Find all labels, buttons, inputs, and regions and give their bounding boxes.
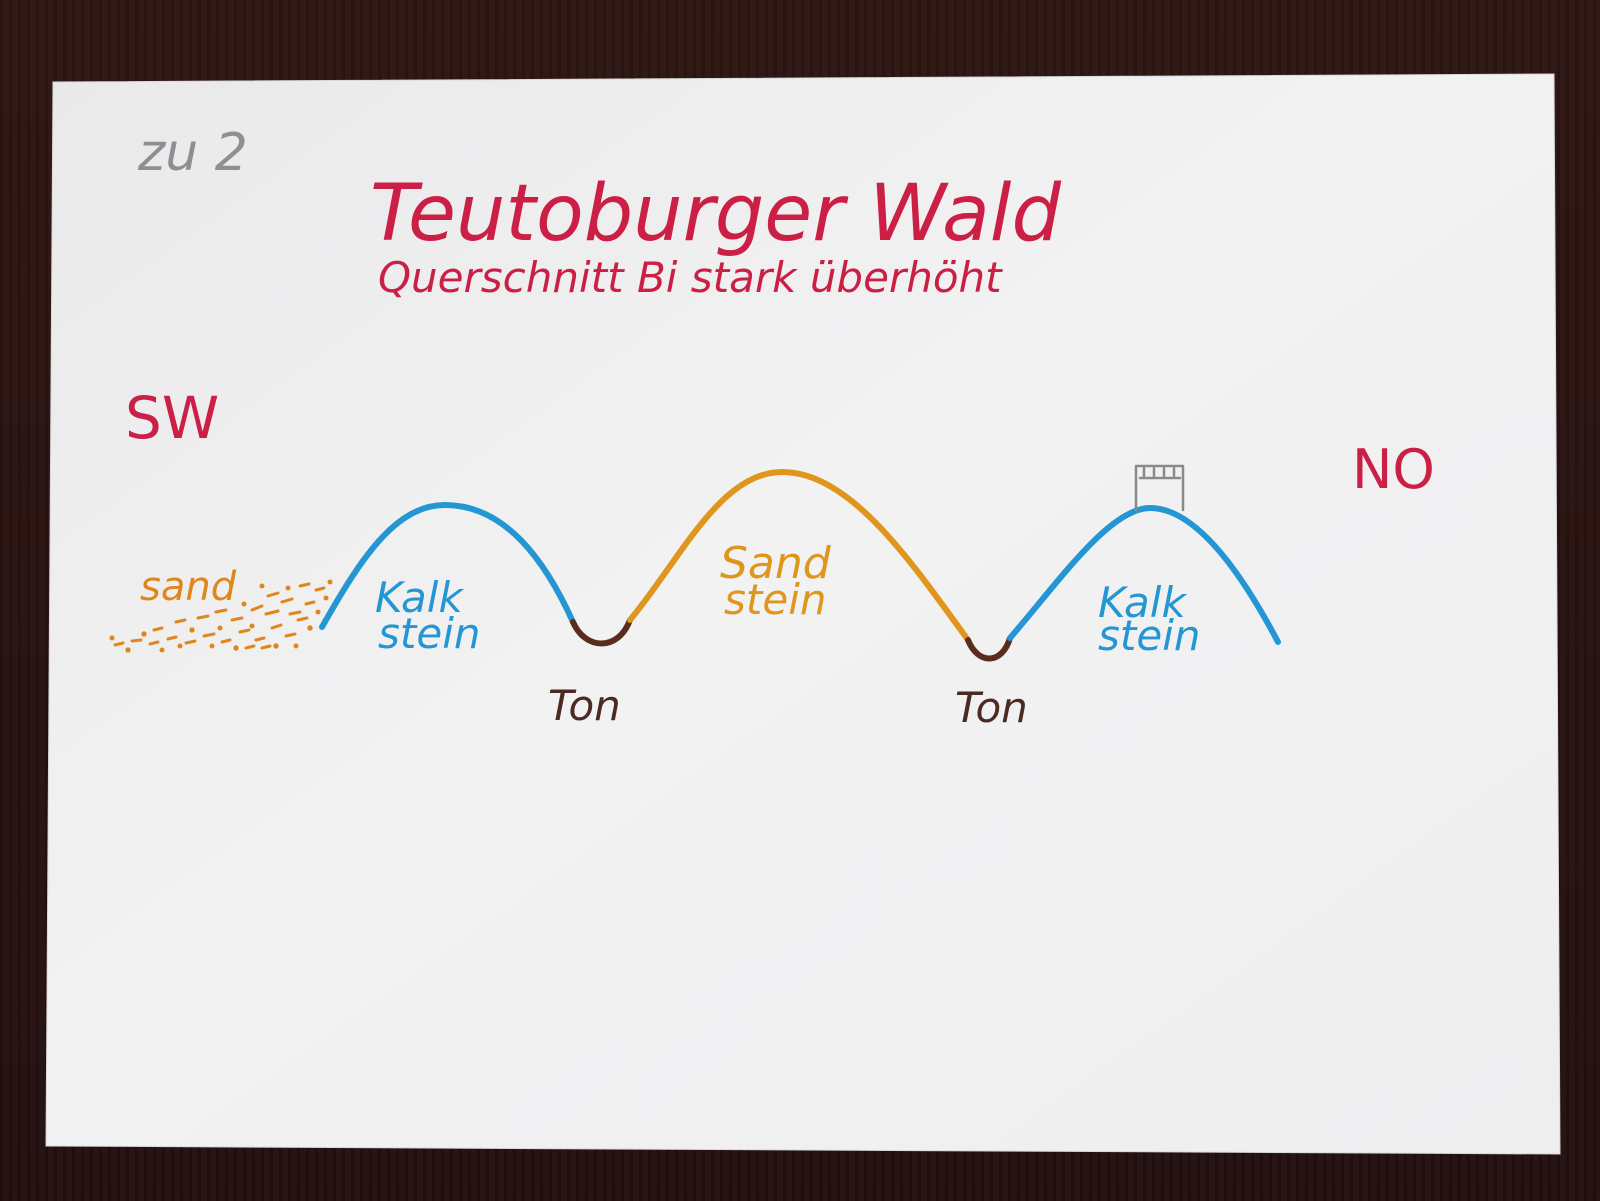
kalkstein-right-label-line1: Kalk (1098, 578, 1187, 627)
sandstein-label-line2: stein (724, 575, 826, 624)
ton-valley-left (570, 617, 633, 647)
ton-valley-right (965, 635, 1013, 662)
sand-label: sand (140, 564, 237, 610)
kalkstein-left-label-line2: stein (378, 609, 480, 658)
kalkstein-left-label-line1: Kalk (375, 573, 464, 622)
sand-deposit (109, 579, 333, 653)
direction-sw-label: SW (125, 384, 219, 452)
page-title: Teutoburger Wald (370, 169, 1061, 259)
ton-right-label: Ton (955, 683, 1028, 732)
direction-no-label: NO (1352, 438, 1435, 501)
castle-icon (1134, 464, 1185, 512)
sandstein-hill (627, 468, 971, 643)
kalkstein-hill-left (319, 501, 576, 630)
kalkstein-hill-right (1007, 504, 1281, 645)
sandstein-label-line1: Sand (720, 538, 832, 589)
page-subtitle: Querschnitt Bi stark überhöht (378, 253, 1003, 302)
corner-note: zu 2 (137, 123, 248, 183)
ton-left-label: Ton (548, 681, 621, 730)
kalkstein-right-label-line2: stein (1098, 611, 1200, 660)
